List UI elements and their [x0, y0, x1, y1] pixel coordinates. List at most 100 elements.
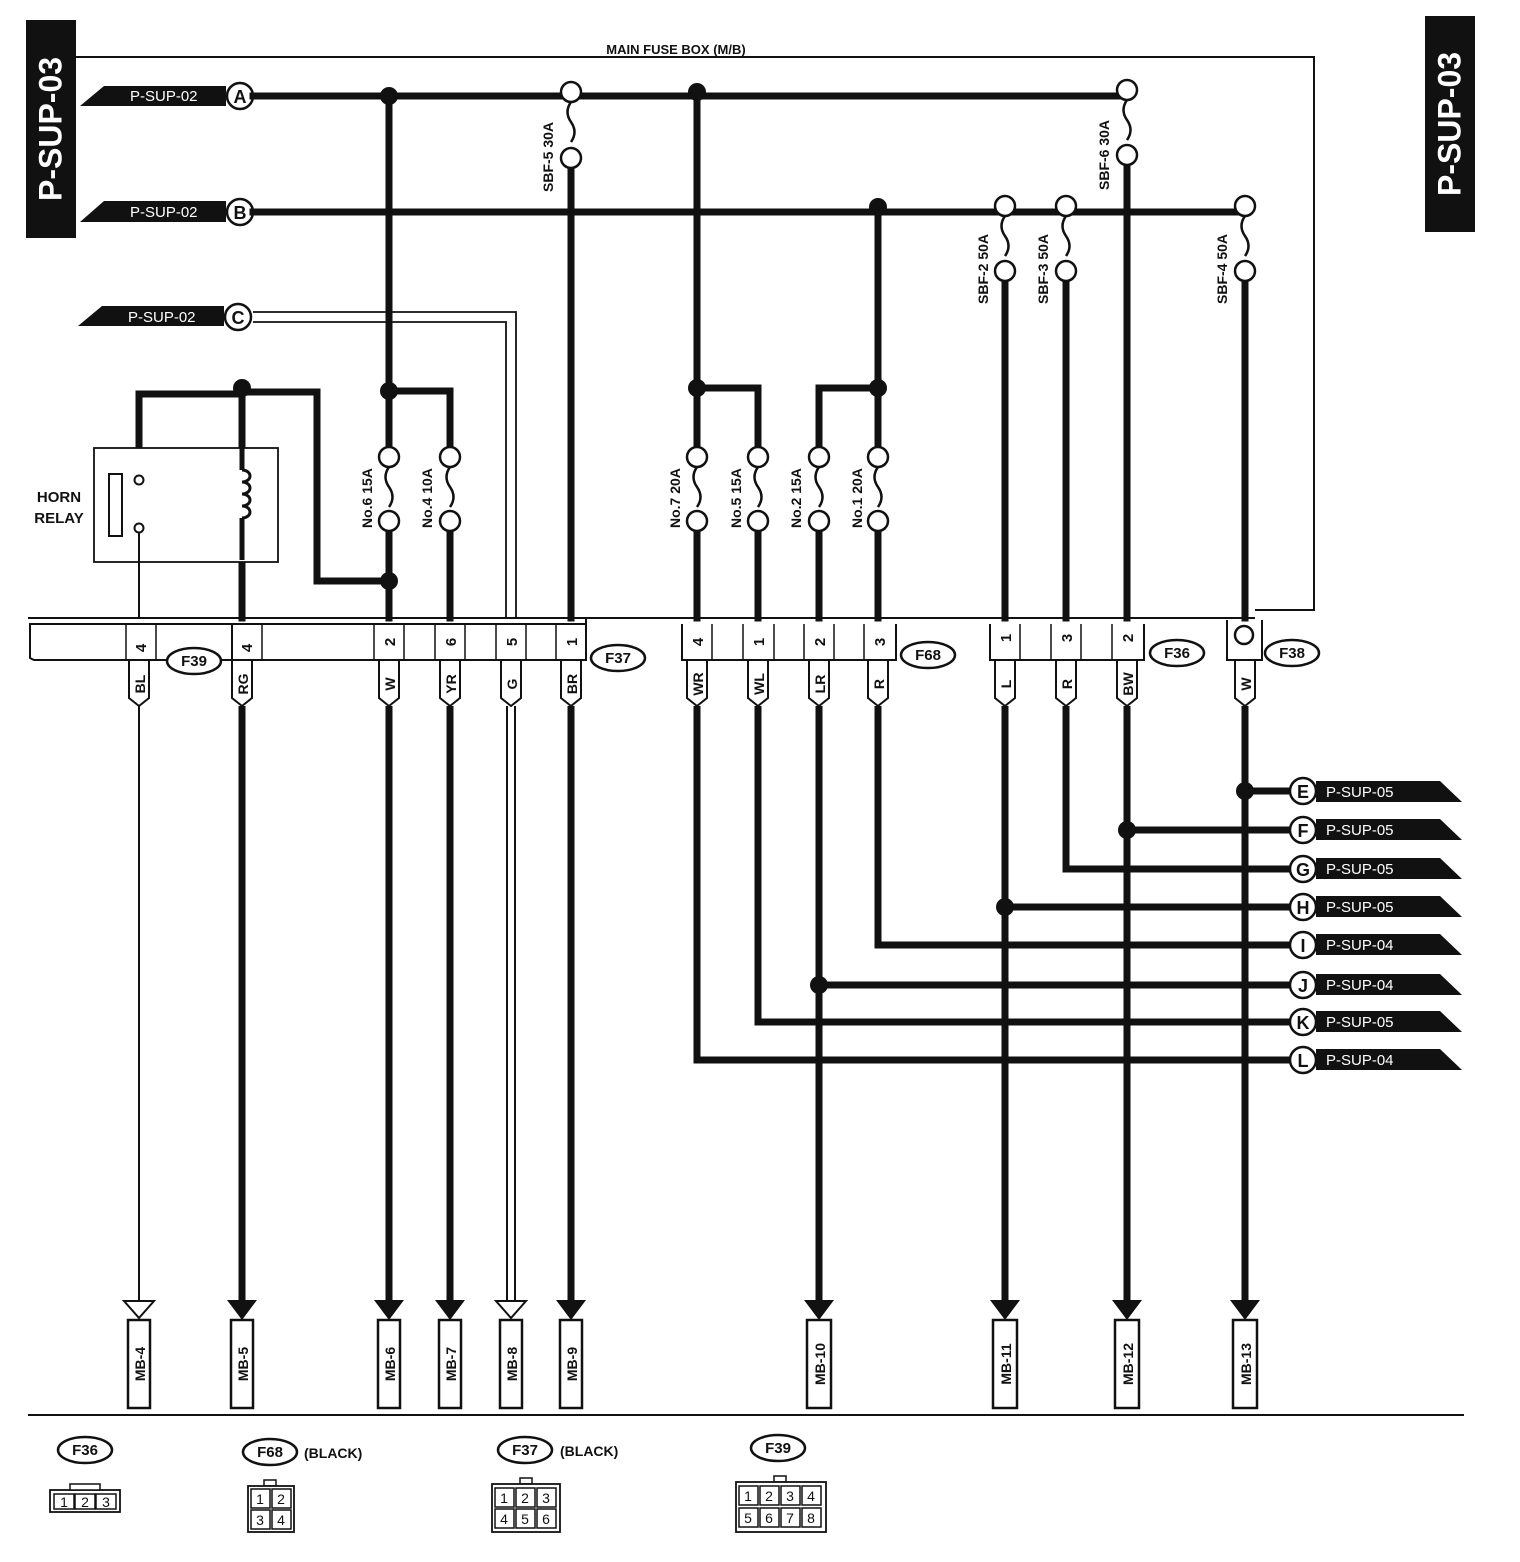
output-flag-f: F P-SUP-05: [1288, 815, 1462, 845]
svg-text:P-SUP-05: P-SUP-05: [1326, 784, 1394, 801]
svg-text:6: 6: [443, 638, 460, 646]
svg-text:3: 3: [1059, 634, 1076, 642]
svg-text:WL: WL: [751, 673, 767, 695]
svg-text:G: G: [1296, 860, 1310, 880]
horn-relay-label-2: RELAY: [34, 510, 83, 527]
horn-relay-label: HORN: [37, 489, 81, 506]
harness-band: [28, 617, 1263, 661]
input-flag-c: P-SUP-02 C: [78, 302, 253, 332]
svg-text:6: 6: [542, 1511, 550, 1527]
svg-text:4: 4: [277, 1512, 285, 1528]
svg-text:F: F: [1298, 821, 1309, 841]
f38-terminal: [1233, 624, 1255, 646]
svg-text:F36: F36: [72, 1442, 98, 1459]
sbf-3-fuse: SBF-3 50A: [1035, 194, 1078, 304]
connector-view-f37: F37 (BLACK) 1 2 3 4 5 6: [491, 1435, 618, 1533]
power-bus: [135, 92, 1249, 622]
output-flag-i: I P-SUP-04: [1288, 930, 1462, 960]
svg-text:3: 3: [872, 638, 889, 646]
svg-text:MB-4: MB-4: [132, 1347, 148, 1381]
svg-text:F38: F38: [1279, 645, 1305, 662]
output-flag-g: G P-SUP-05: [1288, 854, 1462, 884]
svg-text:SBF-5 30A: SBF-5 30A: [540, 122, 556, 192]
connector-names: F39 F37 F68 F36 F38: [181, 645, 1305, 670]
fuse-no2: No.2 15A: [788, 445, 831, 533]
output-flag-h: H P-SUP-05: [1288, 892, 1462, 922]
svg-text:No.5 15A: No.5 15A: [728, 468, 744, 528]
svg-text:P-SUP-05: P-SUP-05: [1326, 1014, 1394, 1031]
wire-tags: [128, 659, 1256, 708]
svg-text:WR: WR: [690, 672, 706, 695]
svg-text:(BLACK): (BLACK): [304, 1445, 362, 1461]
output-flags: E P-SUP-05 F P-SUP-05 G P-SUP-05 H P-SUP…: [1288, 776, 1462, 1075]
svg-text:5: 5: [521, 1511, 529, 1527]
connector-ovals: [165, 638, 1321, 676]
svg-text:2: 2: [277, 1491, 285, 1507]
svg-text:W: W: [382, 677, 398, 691]
connector-pin-dividers: [125, 624, 1113, 660]
svg-text:2: 2: [812, 638, 829, 646]
wire-c-hollow: [253, 311, 517, 618]
svg-text:P-SUP-02: P-SUP-02: [128, 309, 196, 326]
svg-text:YR: YR: [443, 674, 459, 693]
svg-text:E: E: [1297, 782, 1309, 802]
horn-relay: HORN RELAY: [34, 394, 279, 618]
input-flag-a: P-SUP-02 A: [80, 81, 255, 111]
svg-text:P-SUP-04: P-SUP-04: [1326, 937, 1394, 954]
svg-text:2: 2: [765, 1488, 773, 1504]
svg-text:J: J: [1298, 976, 1308, 996]
svg-text:F37: F37: [512, 1442, 538, 1459]
svg-text:3: 3: [102, 1494, 110, 1510]
svg-text:6: 6: [765, 1510, 773, 1526]
svg-text:MB-12: MB-12: [1120, 1343, 1136, 1385]
fuse-no4: No.4 10A: [419, 445, 462, 533]
svg-text:8: 8: [807, 1510, 815, 1526]
output-flag-k: K P-SUP-05: [1288, 1007, 1462, 1037]
fuse-no5: No.5 15A: [728, 445, 770, 533]
svg-text:C: C: [232, 308, 245, 328]
connector-view-f39: F39 1 2 3 4 5 6 7 8: [735, 1433, 827, 1533]
connector-view-f36: F36 1 2 3: [49, 1435, 121, 1513]
svg-text:4: 4: [500, 1511, 508, 1527]
svg-text:SBF-3 50A: SBF-3 50A: [1035, 234, 1051, 304]
svg-text:BR: BR: [564, 674, 580, 694]
mb-terminal-labels: MB-4 MB-5 MB-6 MB-7 MB-8 MB-9 MB-10 MB-1…: [132, 1343, 1254, 1385]
svg-text:MB-10: MB-10: [812, 1343, 828, 1385]
svg-text:BL: BL: [132, 674, 148, 693]
svg-text:4: 4: [690, 637, 707, 646]
svg-text:3: 3: [786, 1488, 794, 1504]
svg-text:1: 1: [256, 1491, 264, 1507]
svg-text:P-SUP-05: P-SUP-05: [1326, 899, 1394, 916]
wire-color-codes: BL RG W YR G BR WR WL LR R L R BW W: [132, 672, 1254, 696]
svg-text:No.1 20A: No.1 20A: [849, 468, 865, 528]
svg-text:SBF-4 50A: SBF-4 50A: [1214, 234, 1230, 304]
svg-text:W: W: [1238, 677, 1254, 691]
svg-text:2: 2: [521, 1490, 529, 1506]
svg-text:7: 7: [786, 1510, 794, 1526]
svg-text:4: 4: [133, 643, 150, 652]
svg-text:P-SUP-04: P-SUP-04: [1326, 1052, 1394, 1069]
svg-text:F37: F37: [605, 650, 631, 667]
svg-text:A: A: [234, 87, 247, 107]
svg-text:MB-11: MB-11: [998, 1343, 1014, 1384]
svg-text:No.2 15A: No.2 15A: [788, 468, 804, 528]
svg-text:(BLACK): (BLACK): [560, 1443, 618, 1459]
svg-text:1: 1: [744, 1488, 752, 1504]
svg-text:No.4 10A: No.4 10A: [419, 468, 435, 528]
output-wires-thin: [138, 706, 516, 1300]
fuse-no7: No.7 20A: [667, 445, 709, 533]
svg-text:MB-13: MB-13: [1238, 1343, 1254, 1385]
svg-text:P-SUP-04: P-SUP-04: [1326, 977, 1394, 994]
svg-text:LR: LR: [812, 675, 828, 694]
svg-text:F39: F39: [181, 653, 207, 670]
output-flag-l: L P-SUP-04: [1288, 1045, 1462, 1075]
mb-terminals: [126, 1318, 1259, 1410]
svg-text:1: 1: [751, 638, 768, 646]
svg-text:F39: F39: [765, 1440, 791, 1457]
svg-text:2: 2: [81, 1494, 89, 1510]
svg-text:RG: RG: [235, 673, 251, 694]
svg-text:SBF-6 30A: SBF-6 30A: [1096, 120, 1112, 190]
svg-text:1: 1: [998, 634, 1015, 642]
output-wires: [238, 706, 1249, 1302]
